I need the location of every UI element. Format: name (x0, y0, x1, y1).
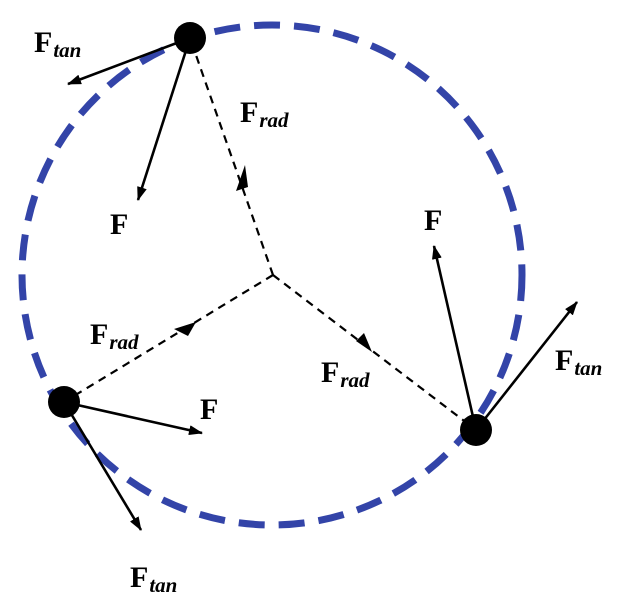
label-ftan-top: Ftan (34, 26, 81, 61)
particle-left (48, 386, 80, 418)
radius-line-top (188, 37, 275, 276)
label-ftan-right: Ftan (555, 344, 602, 379)
force-symbol: F (321, 356, 340, 389)
label-f-left: F (200, 395, 218, 425)
subscript-rad: rad (340, 368, 370, 392)
circular-path (18, 21, 526, 529)
radius-line-right (272, 274, 477, 431)
tangential-force-arrow-left (62, 401, 143, 531)
label-frad-right: Frad (321, 356, 370, 391)
label-ftan-left: Ftan (130, 561, 177, 596)
particle-right (460, 414, 492, 446)
subscript-rad: rad (259, 108, 289, 132)
force-symbol: F (130, 561, 149, 594)
force-symbol: F (240, 96, 259, 129)
label-f-right: F (424, 206, 442, 236)
particle-top (174, 22, 206, 54)
net-force-arrow-top (136, 37, 192, 201)
net-force-arrow-right (432, 245, 478, 431)
force-symbol: F (90, 318, 109, 351)
label-f-top: F (110, 210, 128, 240)
net-force-arrow-left (63, 400, 203, 436)
subscript-tan: tan (574, 356, 603, 380)
radial-arrowhead-top (236, 165, 248, 191)
subscript-tan: tan (53, 38, 82, 62)
force-symbol: F (200, 393, 219, 426)
subscript-tan: tan (149, 573, 178, 597)
radius-line-left (63, 274, 274, 403)
force-symbol: F (424, 204, 443, 237)
force-symbol: F (34, 26, 53, 59)
subscript-rad: rad (109, 330, 139, 354)
force-symbol: F (555, 344, 574, 377)
tangential-force-arrow-right (474, 301, 579, 431)
radial-arrowhead-left (174, 322, 196, 336)
force-symbol: F (110, 208, 129, 241)
radial-arrowhead-right (356, 333, 372, 352)
tangential-force-arrow-top (67, 36, 191, 86)
label-frad-left: Frad (90, 318, 139, 353)
label-frad-top: Frad (240, 96, 289, 131)
